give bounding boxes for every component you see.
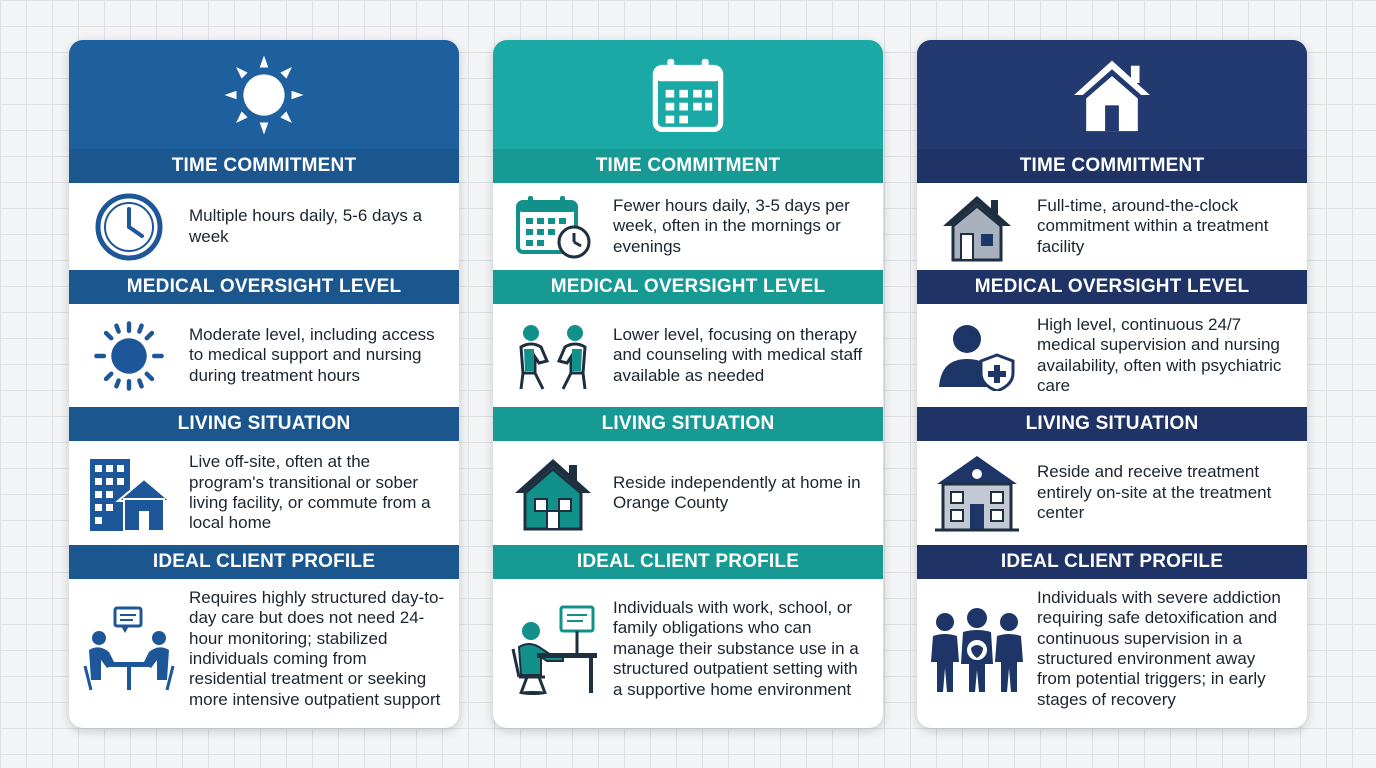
section-title-time-commitment: TIME COMMITMENT	[69, 149, 459, 183]
section-title-time-commitment: TIME COMMITMENT	[493, 149, 883, 183]
desk-worker-icon	[511, 605, 597, 695]
living-situation-text: Reside independently at home in Orange C…	[613, 472, 861, 512]
section-time-commitment: Fewer hours daily, 3-5 days per week, of…	[493, 183, 883, 270]
section-title-medical-oversight: MEDICAL OVERSIGHT LEVEL	[493, 270, 883, 304]
card-header	[917, 40, 1307, 150]
medical-oversight-text: High level, continuous 24/7 medical supe…	[1037, 314, 1282, 395]
sun-icon	[94, 320, 164, 391]
section-time-commitment: Full-time, around-the-clock commitment w…	[917, 183, 1307, 270]
section-medical-oversight: Lower level, focusing on therapy and cou…	[493, 304, 883, 407]
section-medical-oversight: Moderate level, including access to medi…	[69, 304, 459, 407]
section-ideal-client: Requires highly structured day-to-day ca…	[69, 579, 459, 719]
ideal-client-text: Individuals with work, school, or family…	[613, 597, 859, 699]
section-living-situation: Reside independently at home in Orange C…	[493, 441, 883, 545]
section-title-ideal-client: IDEAL CLIENT PROFILE	[493, 545, 883, 579]
living-situation-text: Reside and receive treatment entirely on…	[1037, 462, 1272, 523]
section-living-situation: Live off-site, often at the program's tr…	[69, 441, 459, 545]
card-header	[493, 40, 883, 150]
section-medical-oversight: High level, continuous 24/7 medical supe…	[917, 304, 1307, 407]
section-time-commitment: Multiple hours daily, 5-6 days a week	[69, 183, 459, 270]
card-residential: TIME COMMITMENT Full-time, around-the-cl…	[917, 40, 1307, 728]
calendar-icon	[652, 58, 724, 132]
time-commitment-text: Multiple hours daily, 5-6 days a week	[189, 206, 423, 246]
treatment-center-icon	[935, 456, 1019, 532]
medical-oversight-text: Lower level, focusing on therapy and cou…	[613, 324, 863, 385]
card-php: TIME COMMITMENT Multiple hours daily, 5-…	[69, 40, 459, 728]
medical-shield-person-icon	[939, 324, 1015, 391]
time-commitment-text: Fewer hours daily, 3-5 days per week, of…	[613, 195, 850, 256]
section-title-ideal-client: IDEAL CLIENT PROFILE	[69, 545, 459, 579]
section-title-time-commitment: TIME COMMITMENT	[917, 149, 1307, 183]
section-title-living-situation: LIVING SITUATION	[493, 407, 883, 441]
counseling-icon	[519, 324, 587, 390]
clock-icon	[95, 193, 163, 260]
house-icon	[515, 459, 591, 531]
section-ideal-client: Individuals with work, school, or family…	[493, 579, 883, 719]
meeting-icon	[83, 606, 175, 691]
section-title-medical-oversight: MEDICAL OVERSIGHT LEVEL	[917, 270, 1307, 304]
living-situation-text: Live off-site, often at the program's tr…	[189, 452, 431, 533]
card-iop: TIME COMMITMENT Fewer hours daily, 3-5 d…	[493, 40, 883, 728]
section-title-ideal-client: IDEAL CLIENT PROFILE	[917, 545, 1307, 579]
section-title-medical-oversight: MEDICAL OVERSIGHT LEVEL	[69, 270, 459, 304]
ideal-client-text: Requires highly structured day-to-day ca…	[189, 587, 445, 709]
section-ideal-client: Individuals with severe addiction requir…	[917, 579, 1307, 719]
section-title-living-situation: LIVING SITUATION	[917, 407, 1307, 441]
section-living-situation: Reside and receive treatment entirely on…	[917, 441, 1307, 545]
section-title-living-situation: LIVING SITUATION	[69, 407, 459, 441]
group-support-icon	[931, 608, 1023, 692]
card-header	[69, 40, 459, 150]
ideal-client-text: Individuals with severe addiction requir…	[1037, 587, 1281, 709]
building-house-icon	[90, 459, 173, 532]
sun-icon	[224, 55, 304, 135]
house-icon	[1074, 60, 1150, 132]
medical-oversight-text: Moderate level, including access to medi…	[189, 324, 435, 385]
calendar-clock-icon	[516, 195, 591, 258]
time-commitment-text: Full-time, around-the-clock commitment w…	[1037, 195, 1269, 256]
house-icon	[943, 195, 1011, 261]
